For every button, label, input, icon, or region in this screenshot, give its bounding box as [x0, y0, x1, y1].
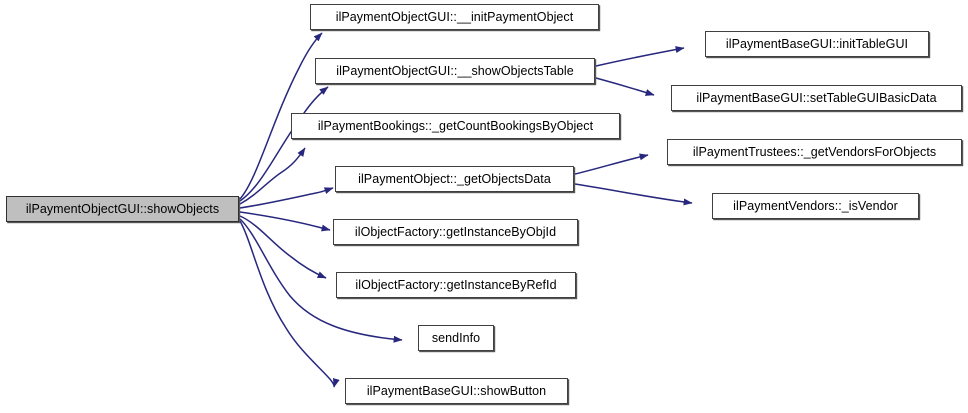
graph-edge-showObjects-to-getInstanceByRefId	[239, 215, 327, 279]
graph-node-sendInfo[interactable]: sendInfo	[418, 325, 494, 351]
graph-node-label: ilPaymentBaseGUI::showButton	[366, 383, 547, 398]
graph-node-label: ilPaymentObjectGUI::__initPaymentObject	[335, 9, 574, 24]
graph-node-getObjectsData[interactable]: ilPaymentObject::_getObjectsData	[335, 166, 574, 192]
graph-node-getVendorsForObjects[interactable]: ilPaymentTrustees::_getVendorsForObjects	[667, 139, 962, 165]
graph-node-setTableGUIBasicData[interactable]: ilPaymentBaseGUI::setTableGUIBasicData	[671, 85, 962, 111]
graph-node-label: ilPaymentObject::_getObjectsData	[358, 171, 551, 186]
graph-node-isVendor[interactable]: ilPaymentVendors::_isVendor	[712, 193, 919, 219]
graph-node-label: ilPaymentBookings::_getCountBookingsByOb…	[317, 118, 594, 133]
graph-node-label: ilObjectFactory::getInstanceByRefId	[355, 277, 557, 292]
graph-node-label: ilPaymentVendors::_isVendor	[733, 198, 898, 213]
graph-node-label: sendInfo	[431, 330, 481, 345]
graph-node-label: ilPaymentObjectGUI::showObjects	[25, 201, 220, 216]
graph-edge-showObjects-to-showObjectsTable	[239, 86, 329, 202]
graph-edge-showObjects-to-getCountBookingsByObject	[239, 147, 306, 205]
graph-node-initPaymentObject[interactable]: ilPaymentObjectGUI::__initPaymentObject	[310, 4, 599, 30]
graph-node-label: ilPaymentBaseGUI::initTableGUI	[725, 36, 909, 51]
graph-edge-showObjects-to-showButton	[239, 220, 340, 388]
graph-node-label: ilPaymentObjectGUI::__showObjectsTable	[336, 63, 574, 78]
graph-edge-showObjects-to-getInstanceByObjId	[239, 211, 331, 232]
graph-node-showObjects[interactable]: ilPaymentObjectGUI::showObjects	[6, 196, 239, 222]
graph-node-label: ilPaymentTrustees::_getVendorsForObjects	[692, 144, 937, 159]
graph-edge-showObjects-to-getObjectsData	[239, 187, 334, 209]
graph-node-label: ilObjectFactory::getInstanceByObjId	[354, 224, 557, 239]
graph-edge-showObjectsTable-to-setTableGUIBasicData	[595, 77, 655, 96]
graph-edge-showObjectsTable-to-initTableGUI	[595, 46, 685, 67]
graph-edge-getObjectsData-to-getVendorsForObjects	[574, 153, 649, 175]
graph-node-getInstanceByRefId[interactable]: ilObjectFactory::getInstanceByRefId	[336, 272, 576, 298]
graph-node-getInstanceByObjId[interactable]: ilObjectFactory::getInstanceByObjId	[333, 219, 578, 245]
graph-node-getCountBookingsByObject[interactable]: ilPaymentBookings::_getCountBookingsByOb…	[291, 113, 620, 139]
graph-node-showObjectsTable[interactable]: ilPaymentObjectGUI::__showObjectsTable	[315, 58, 595, 84]
graph-node-showButton[interactable]: ilPaymentBaseGUI::showButton	[345, 378, 568, 404]
graph-node-label: ilPaymentBaseGUI::setTableGUIBasicData	[696, 90, 937, 105]
graph-node-initTableGUI[interactable]: ilPaymentBaseGUI::initTableGUI	[705, 31, 929, 57]
graph-edge-getObjectsData-to-isVendor	[574, 183, 693, 206]
